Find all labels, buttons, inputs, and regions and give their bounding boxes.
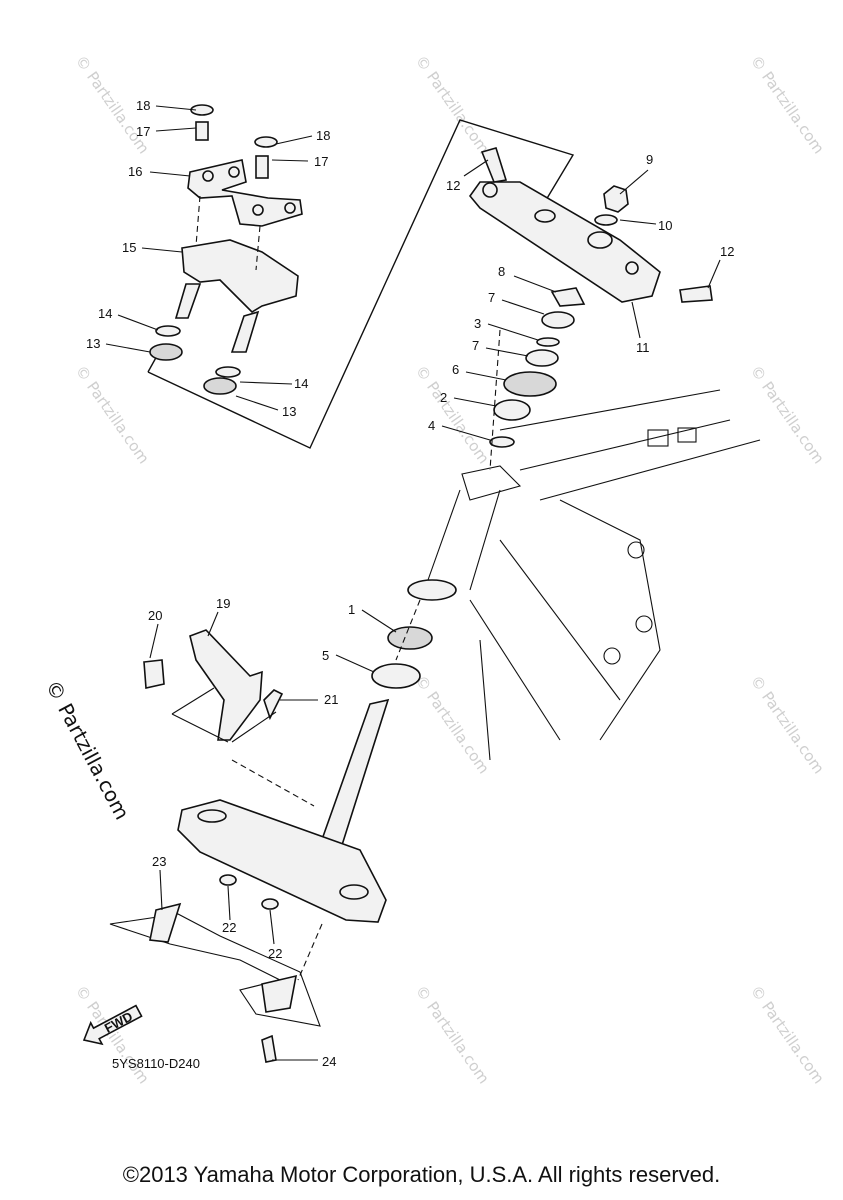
- callout-13a: 13: [86, 336, 100, 351]
- callout-7a: 7: [488, 290, 495, 305]
- svg-text:© Partzilla.com: © Partzilla.com: [747, 672, 828, 777]
- copyright-footer: ©2013 Yamaha Motor Corporation, U.S.A. A…: [122, 1162, 721, 1187]
- svg-text:© Partzilla.com: © Partzilla.com: [747, 362, 828, 467]
- callout-3: 3: [474, 316, 481, 331]
- assembly-lines: [171, 195, 501, 981]
- svg-text:© Partzilla.com: © Partzilla.com: [72, 362, 153, 467]
- callout-1: 1: [348, 602, 355, 617]
- callout-12b: 12: [720, 244, 734, 259]
- leader-lines: [105, 105, 721, 1061]
- callout-19: 19: [216, 596, 230, 611]
- callout-15: 15: [122, 240, 136, 255]
- callout-5: 5: [322, 648, 329, 663]
- callout-20: 20: [148, 608, 162, 623]
- callout-24: 24: [322, 1054, 336, 1069]
- lower-bearing: [371, 626, 433, 689]
- stay-assembly: [143, 629, 284, 741]
- callout-18a: 18: [136, 98, 150, 113]
- under-bracket: [177, 698, 390, 923]
- holder-dampers: [149, 325, 241, 395]
- holder-bolts: [190, 104, 278, 179]
- callout-14b: 14: [294, 376, 308, 391]
- callout-14a: 14: [98, 306, 112, 321]
- svg-text:© Partzilla.com: © Partzilla.com: [747, 52, 828, 157]
- svg-text:© Partzilla.com: © Partzilla.com: [72, 982, 153, 1087]
- callout-16: 16: [128, 164, 142, 179]
- callout-11: 11: [636, 340, 650, 355]
- callout-10: 10: [658, 218, 672, 233]
- callout-18b: 18: [316, 128, 330, 143]
- callout-13b: 13: [282, 404, 296, 419]
- callout-22a: 22: [222, 920, 236, 935]
- callout-8: 8: [498, 264, 505, 279]
- callout-7b: 7: [472, 338, 479, 353]
- callout-12a: 12: [446, 178, 460, 193]
- svg-text:© Partzilla.com: © Partzilla.com: [747, 982, 828, 1087]
- watermark-pattern: © Partzilla.com © Partzilla.com © Partzi…: [72, 52, 828, 1087]
- callout-9: 9: [646, 152, 653, 167]
- callout-23: 23: [152, 854, 166, 869]
- callout-4: 4: [428, 418, 435, 433]
- svg-text:© Partzilla.com: © Partzilla.com: [412, 982, 493, 1087]
- callout-17a: 17: [136, 124, 150, 139]
- motorcycle-frame: [407, 389, 761, 761]
- upper-bracket: [468, 147, 713, 303]
- callout-17b: 17: [314, 154, 328, 169]
- callout-2: 2: [440, 390, 447, 405]
- assembly-frame: [147, 119, 575, 449]
- upper-handlebar-holder: [187, 159, 303, 227]
- callout-6: 6: [452, 362, 459, 377]
- svg-text:© Partzilla.com: © Partzilla.com: [412, 52, 493, 157]
- lower-handlebar-holder: [174, 239, 299, 353]
- callout-21: 21: [324, 692, 338, 707]
- callout-labels: 1 2 3 4 5 6 7 7 8 9 10 11 12 12 13 13 14…: [86, 98, 734, 1069]
- callout-22b: 22: [268, 946, 282, 961]
- svg-text:© Partzilla.com: © Partzilla.com: [412, 362, 493, 467]
- drawing-code: 5YS8110-D240: [112, 1056, 200, 1071]
- svg-text:© Partzilla.com: © Partzilla.com: [412, 672, 493, 777]
- bearing-stack: [489, 287, 586, 448]
- cable-guide: [109, 874, 321, 1063]
